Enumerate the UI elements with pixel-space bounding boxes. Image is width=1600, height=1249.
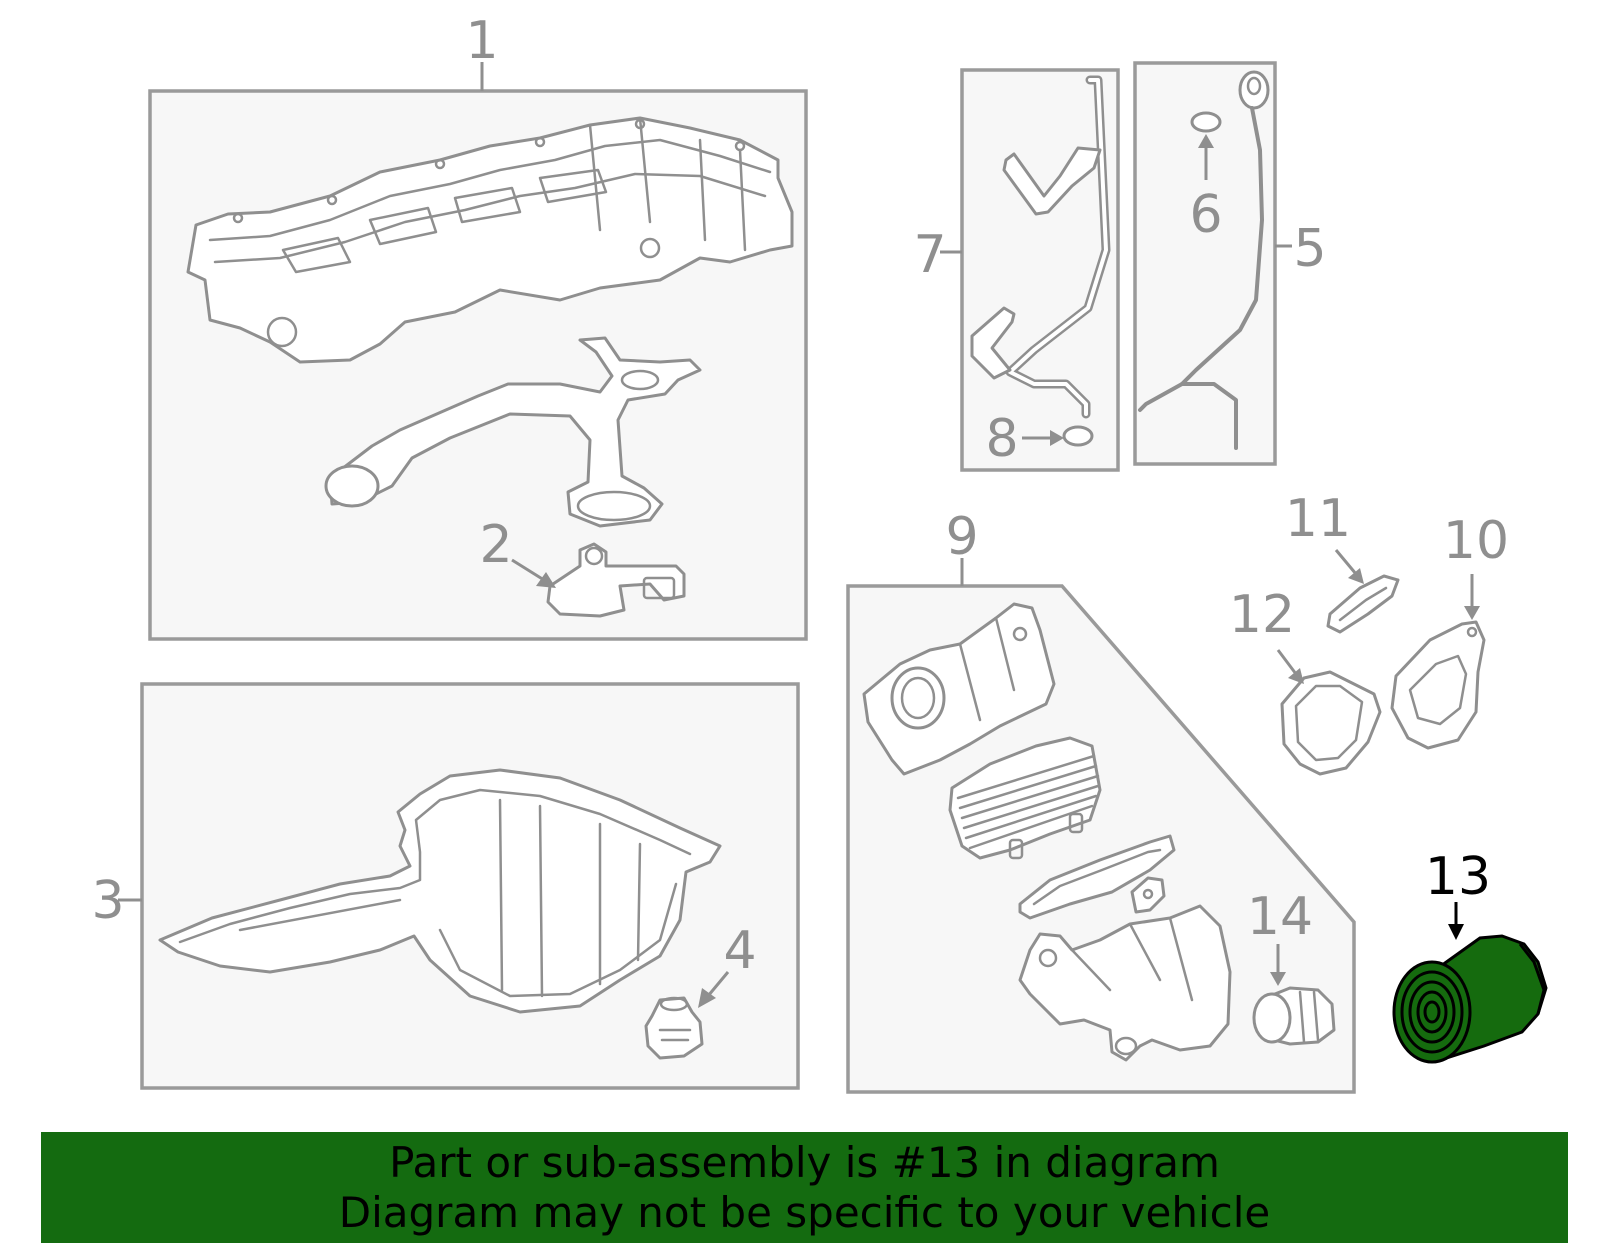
callout-leader-12	[1276, 649, 1304, 684]
lower-oil-pan[interactable]	[158, 768, 722, 1014]
callout-leader-13	[1448, 902, 1464, 940]
dipstick-seal[interactable]	[1190, 111, 1222, 133]
callout-5: 5	[1293, 219, 1326, 279]
upper-oil-pan[interactable]	[186, 116, 794, 364]
callout-leader-10	[1464, 574, 1480, 620]
filter-housing[interactable]	[1018, 904, 1232, 1062]
callout-8: 8	[985, 409, 1018, 469]
drain-valve[interactable]	[1252, 986, 1336, 1046]
callout-11: 11	[1285, 489, 1351, 549]
filter-housing-cover[interactable]	[862, 602, 1056, 776]
tube-o-ring[interactable]	[1062, 425, 1094, 447]
callout-3: 3	[91, 871, 124, 931]
callout-10: 10	[1443, 511, 1509, 571]
dipstick-tube[interactable]	[970, 75, 1111, 419]
callout-12: 12	[1229, 585, 1295, 645]
oil-dipstick[interactable]	[1138, 70, 1270, 450]
callout-leader-11	[1334, 549, 1364, 584]
group-box-7	[940, 68, 1120, 472]
callout-1: 1	[465, 11, 498, 71]
oil-level-sensor[interactable]	[546, 542, 686, 618]
callout-leader-2	[511, 558, 556, 588]
callout-leader-4	[698, 971, 730, 1008]
callout-13: 13	[1425, 847, 1491, 907]
adapter-gasket-part-12[interactable]	[1280, 670, 1382, 776]
oil-cooler[interactable]	[948, 736, 1102, 860]
small-gasket[interactable]	[1130, 876, 1166, 914]
callout-leader-6	[1198, 134, 1214, 180]
banner-line-disclaimer: Diagram may not be specific to your vehi…	[338, 1187, 1271, 1237]
callout-leader-8	[1022, 430, 1064, 446]
oil-filter-highlighted[interactable]	[1392, 934, 1548, 1064]
info-banner: Part or sub-assembly is #13 in diagram D…	[41, 1132, 1568, 1243]
cooler-gasket[interactable]	[1018, 834, 1176, 920]
callout-leader-14	[1270, 944, 1286, 986]
callout-14: 14	[1247, 887, 1313, 947]
callout-2: 2	[479, 515, 512, 575]
gasket-part-11[interactable]	[1326, 574, 1400, 634]
callout-9: 9	[945, 507, 978, 567]
callout-6: 6	[1189, 185, 1222, 245]
drain-plug[interactable]	[644, 996, 704, 1060]
callout-7: 7	[913, 225, 946, 285]
oil-pickup-tube[interactable]	[324, 336, 702, 528]
callout-4: 4	[723, 921, 756, 981]
banner-line-part-number: Part or sub-assembly is #13 in diagram	[389, 1137, 1220, 1187]
adapter-part-10[interactable]	[1390, 620, 1486, 750]
